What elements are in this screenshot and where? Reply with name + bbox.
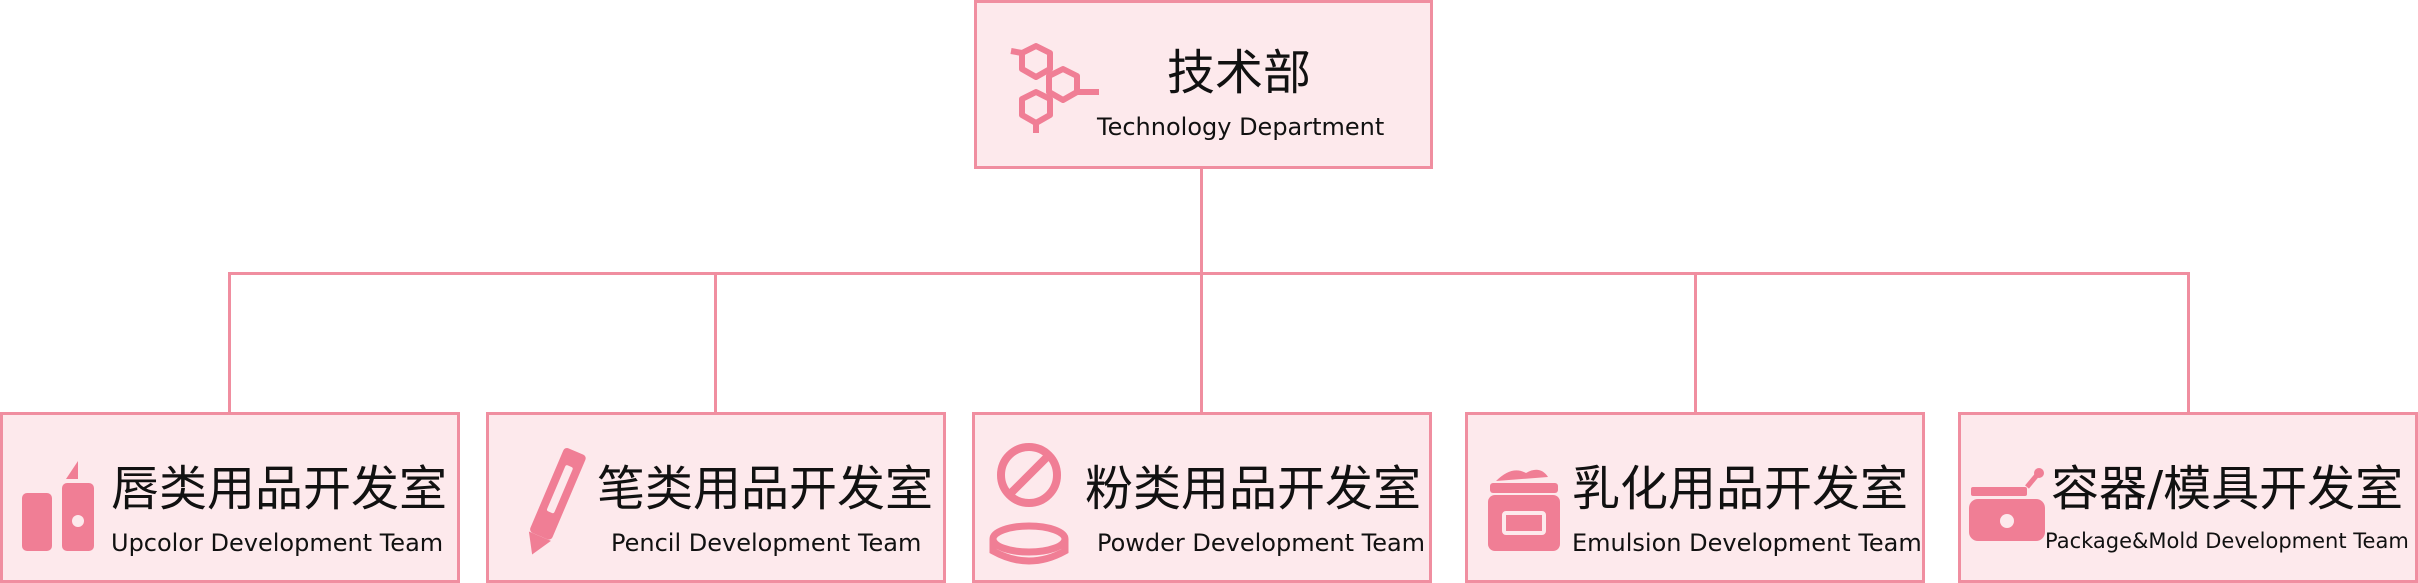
compact-powder-icon [989,443,1069,565]
connector-team-0 [228,272,231,414]
team-title-en: Upcolor Development Team [111,529,444,557]
root-title-zh: 技术部 [1167,45,1312,101]
team-node-4: 容器/模具开发室 Package&Mold Development Team [1958,412,2418,583]
team-node-1: 笔类用品开发室 Pencil Development Team [486,412,946,583]
team-title-en: Pencil Development Team [611,529,922,557]
team-title-en: Package&Mold Development Team [2045,529,2409,553]
connector-team-3 [1694,272,1697,414]
team-node-2: 粉类用品开发室 Powder Development Team [972,412,1432,583]
root-title-en: Technology Department [1097,113,1385,141]
team-title-zh: 乳化用品开发室 [1572,461,1909,517]
molecule-icon [1010,43,1099,133]
connector-horizontal [228,272,2190,275]
team-title-zh: 笔类用品开发室 [597,461,934,517]
team-title-en: Emulsion Development Team [1572,529,1922,557]
team-node-3: 乳化用品开发室 Emulsion Development Team [1465,412,1925,583]
connector-root-down [1200,167,1203,275]
lipstick-icon [22,461,94,551]
team-node-0: 唇类用品开发室 Upcolor Development Team [0,412,460,583]
cream-jar-icon [1488,469,1560,551]
pencil-icon [528,448,586,555]
package-icon [1969,468,2045,541]
team-title-en: Powder Development Team [1097,529,1426,557]
team-title-zh: 粉类用品开发室 [1085,461,1422,517]
root-node: 技术部 Technology Department [974,0,1433,169]
team-title-zh: 容器/模具开发室 [2051,461,2404,517]
connector-team-4 [2187,272,2190,414]
connector-team-1 [714,272,717,414]
connector-team-2 [1200,272,1203,414]
team-title-zh: 唇类用品开发室 [111,461,448,517]
